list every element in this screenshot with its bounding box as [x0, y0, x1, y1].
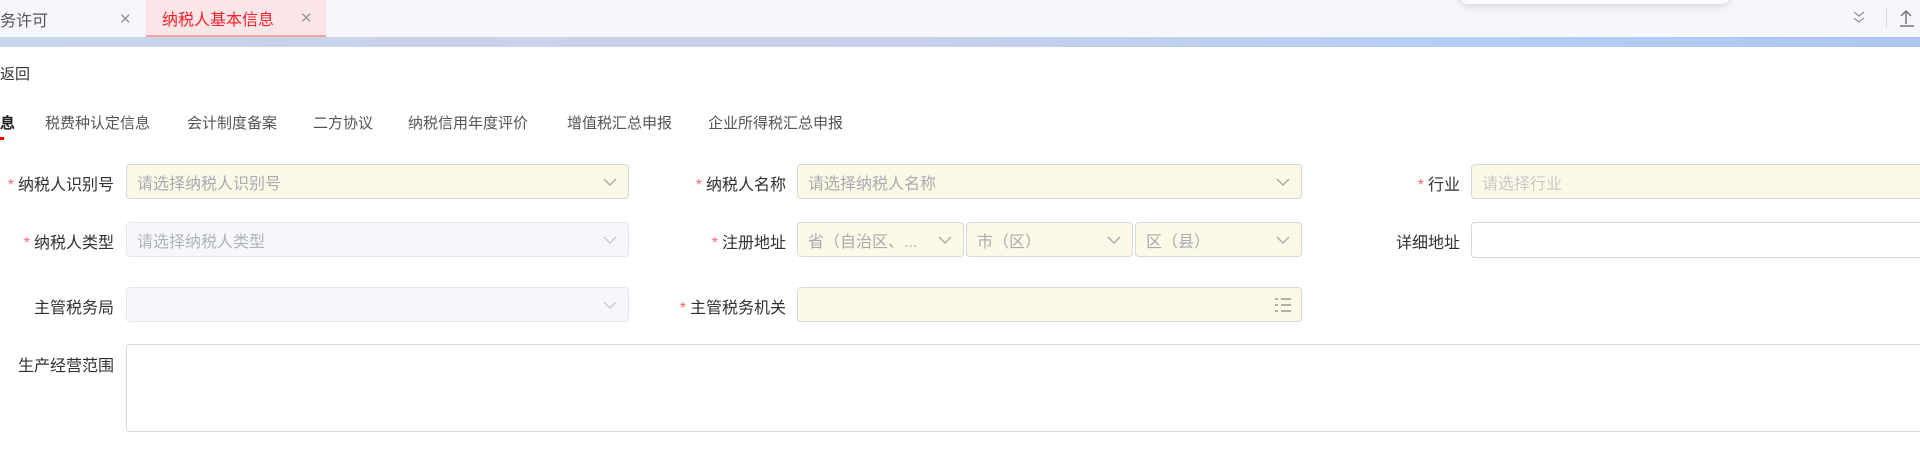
subtab-vat-summary[interactable]: 增值税汇总申报 — [567, 115, 673, 132]
subtab-cit-summary[interactable]: 企业所得税汇总申报 — [708, 115, 844, 132]
subtab-basic-info[interactable]: 息 — [0, 115, 16, 132]
business-scope-textarea[interactable] — [126, 344, 1920, 432]
tab-taxpayer-basic-info[interactable]: 纳税人基本信息 ✕ — [146, 0, 326, 37]
upload-icon[interactable] — [1898, 8, 1914, 33]
subtab-tax-type[interactable]: 税费种认定信息 — [45, 115, 151, 132]
chevron-down-icon — [602, 297, 618, 313]
taxpayer-id-select[interactable]: 请选择纳税人识别号 — [126, 164, 629, 199]
list-icon[interactable] — [1275, 297, 1291, 313]
city-select[interactable]: 市（区） — [966, 222, 1133, 257]
tab-label: 纳税人基本信息 — [162, 11, 275, 29]
detail-address-label: 详细地址 — [1395, 235, 1460, 252]
industry-label: *行业 — [1417, 177, 1460, 194]
chevron-down-icon — [1106, 232, 1122, 248]
province-select[interactable]: 省（自治区、... — [797, 222, 964, 257]
chevron-down-icon — [1275, 232, 1291, 248]
reg-address-label: *注册地址 — [711, 235, 786, 252]
taxpayer-type-label: *纳税人类型 — [23, 235, 114, 252]
taxpayer-name-label: *纳税人名称 — [695, 177, 786, 194]
close-icon[interactable]: ✕ — [119, 10, 132, 28]
tab-tax-license[interactable]: 务许可 ✕ — [0, 0, 144, 37]
taxpayer-type-select[interactable]: 请选择纳税人类型 — [126, 222, 629, 257]
tax-authority-label: *主管税务机关 — [679, 300, 786, 317]
header-strip — [0, 37, 1920, 47]
dropdown-shadow — [1460, 0, 1730, 4]
tax-bureau-select[interactable] — [126, 287, 629, 322]
business-scope-label: 生产经营范围 — [17, 358, 114, 375]
double-chevron-down-icon[interactable] — [1852, 9, 1866, 29]
industry-select[interactable]: 请选择行业 — [1471, 164, 1920, 199]
chevron-down-icon — [602, 174, 618, 190]
active-tab-indicator — [0, 137, 4, 140]
chevron-down-icon — [1275, 174, 1291, 190]
tab-label: 务许可 — [0, 12, 49, 30]
taxpayer-name-select[interactable]: 请选择纳税人名称 — [797, 164, 1302, 199]
detail-address-input[interactable] — [1471, 222, 1920, 258]
taxpayer-id-label: *纳税人识别号 — [7, 177, 114, 194]
subtab-accounting[interactable]: 会计制度备案 — [187, 115, 278, 132]
subtab-tripartite[interactable]: 二方协议 — [313, 115, 374, 132]
chevron-down-icon — [937, 232, 953, 248]
divider — [1886, 8, 1887, 28]
chevron-down-icon — [602, 232, 618, 248]
back-link[interactable]: 返回 — [0, 66, 31, 83]
tax-bureau-label: 主管税务局 — [33, 300, 114, 317]
tax-authority-select[interactable] — [797, 287, 1302, 322]
close-icon[interactable]: ✕ — [300, 9, 313, 27]
district-select[interactable]: 区（县） — [1135, 222, 1302, 257]
subtab-credit-rating[interactable]: 纳税信用年度评价 — [408, 115, 529, 132]
